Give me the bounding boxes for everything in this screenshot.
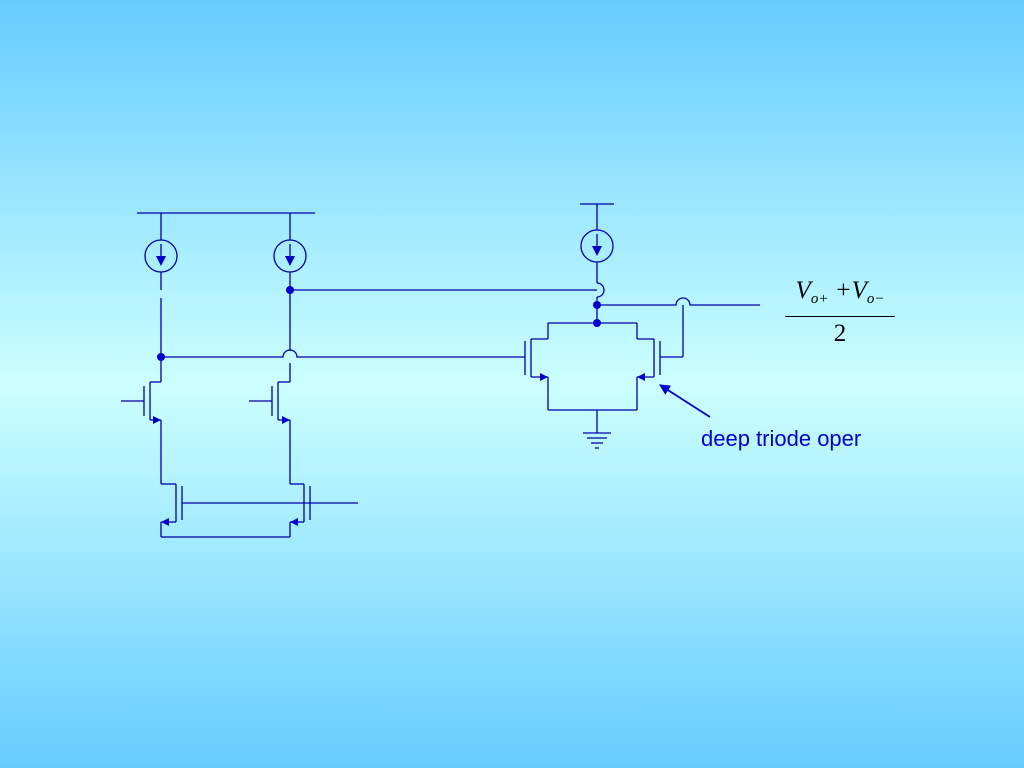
transistor-m2 — [249, 381, 291, 484]
formula-numerator: Vo+ +Vo− — [795, 277, 885, 307]
current-source-3 — [580, 204, 614, 323]
current-source-1 — [144, 213, 178, 357]
output-formula: Vo+ +Vo− 2 — [785, 276, 895, 347]
annotation-label: deep triode oper — [701, 426, 862, 451]
ground-symbol — [583, 432, 611, 449]
transistor-m3 — [161, 483, 183, 523]
junction-dot — [286, 286, 294, 294]
fraction-bar — [785, 316, 895, 317]
junction-dot — [593, 301, 601, 309]
transistor-m6 — [636, 323, 661, 410]
annotation-arrow — [659, 384, 711, 418]
junction-dot — [593, 319, 601, 327]
junction-dot — [157, 353, 165, 361]
formula-denominator: 2 — [833, 320, 847, 347]
transistor-m1 — [121, 381, 162, 484]
current-source-2 — [273, 213, 307, 290]
transistor-m5 — [505, 323, 549, 410]
